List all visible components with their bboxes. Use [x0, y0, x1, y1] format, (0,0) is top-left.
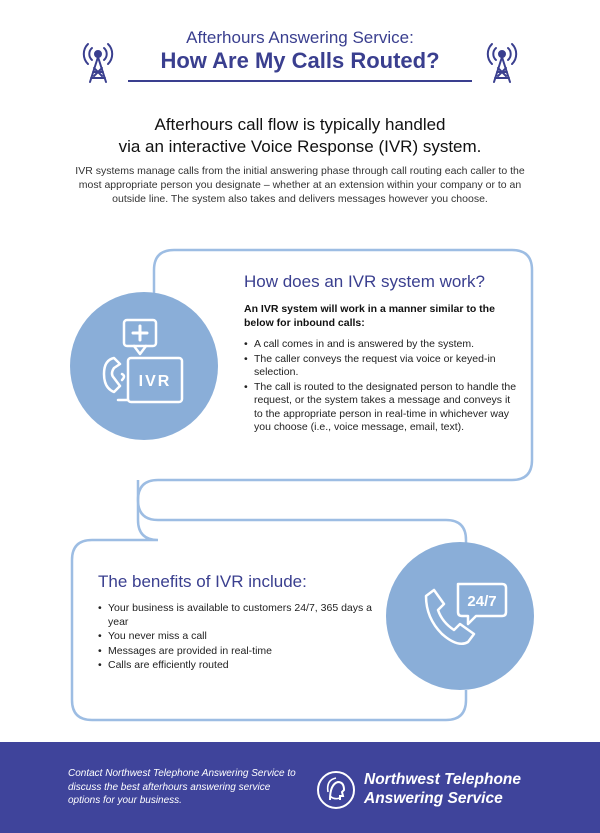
phone-icon-label: 24/7	[467, 593, 496, 610]
intro-headline: Afterhours call flow is typically handle…	[60, 114, 540, 158]
list-item: The caller conveys the request via voice…	[244, 353, 520, 380]
intro-headline-line1: Afterhours call flow is typically handle…	[154, 115, 446, 134]
list-item: Calls are efficiently routed	[98, 659, 378, 673]
intro-headline-line2: via an interactive Voice Response (IVR) …	[118, 137, 482, 156]
header-kicker: Afterhours Answering Service:	[186, 28, 414, 47]
footer: Contact Northwest Telephone Answering Se…	[0, 742, 600, 833]
list-item: You never miss a call	[98, 630, 378, 644]
benefits-section: The benefits of IVR include: Your busine…	[98, 572, 378, 674]
header: Afterhours Answering Service: How Are My…	[0, 0, 600, 96]
phone-24-7-icon: 24/7	[424, 582, 508, 645]
phone-icon-circle: 24/7	[386, 542, 534, 690]
radio-tower-icon	[486, 43, 518, 83]
brand-name: Northwest Telephone Answering Service	[364, 770, 554, 808]
benefits-list: Your business is available to customers …	[98, 602, 378, 673]
brand-logo[interactable]: Northwest Telephone Answering Service	[316, 764, 556, 812]
footer-cta: Contact Northwest Telephone Answering Se…	[68, 768, 296, 806]
benefits-heading: The benefits of IVR include:	[98, 572, 307, 591]
brand-name-line1: Northwest Telephone	[364, 771, 522, 788]
ivr-section: How does an IVR system work? An IVR syst…	[244, 272, 520, 436]
brand-name-line2: Answering Service	[364, 790, 503, 807]
ivr-phone-icon: IVR	[102, 318, 184, 404]
radio-tower-icon	[82, 43, 114, 83]
page-title: How Are My Calls Routed?	[160, 48, 440, 73]
ivr-icon-circle: IVR	[70, 292, 218, 440]
list-item: Messages are provided in real-time	[98, 645, 378, 659]
header-underline	[128, 80, 472, 82]
intro-body: IVR systems manage calls from the initia…	[75, 165, 525, 205]
list-item: Your business is available to customers …	[98, 602, 378, 629]
list-item: The call is routed to the designated per…	[244, 381, 520, 435]
ivr-heading: How does an IVR system work?	[244, 272, 485, 291]
ivr-lead: An IVR system will work in a manner simi…	[244, 303, 495, 329]
headset-person-icon	[317, 771, 355, 809]
ivr-steps-list: A call comes in and is answered by the s…	[244, 338, 520, 435]
ivr-icon-label: IVR	[139, 373, 172, 390]
list-item: A call comes in and is answered by the s…	[244, 338, 520, 352]
